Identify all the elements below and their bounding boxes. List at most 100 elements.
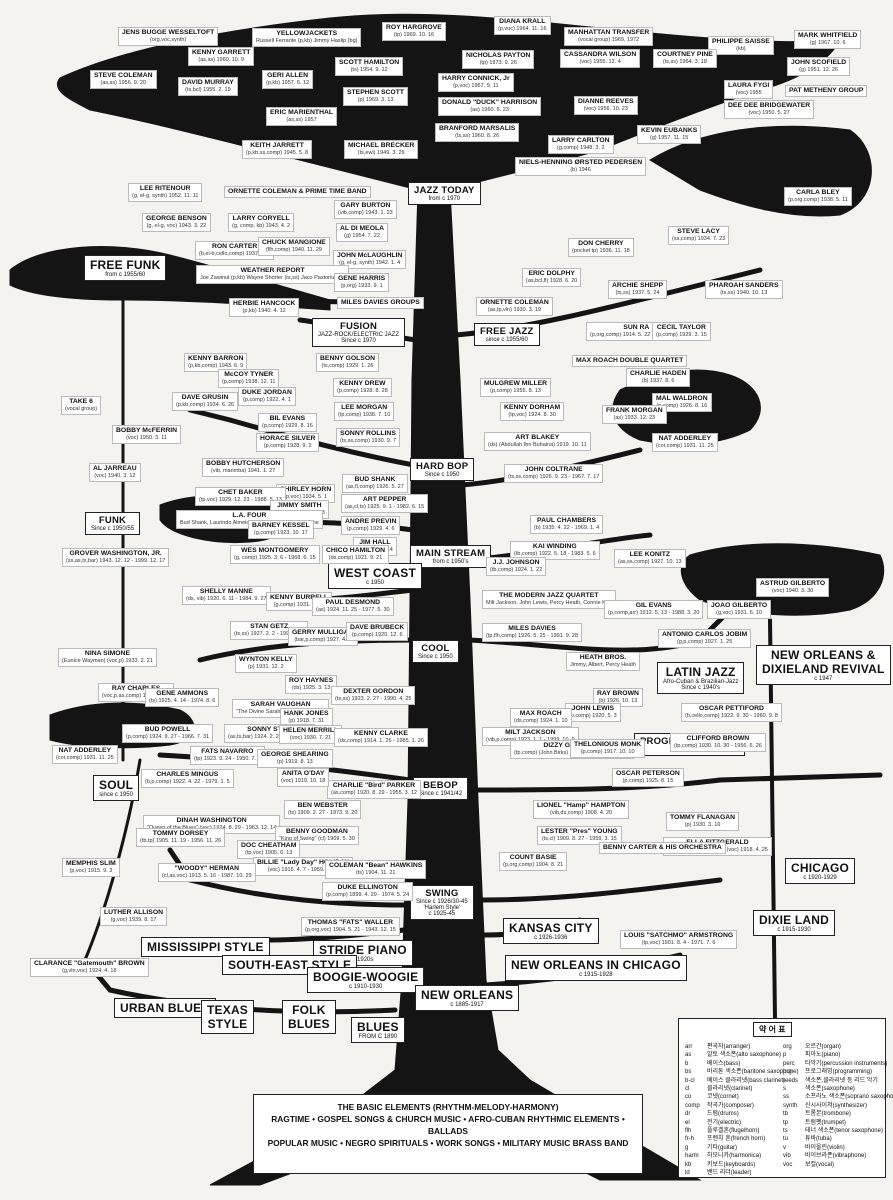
musician-label: TAKE 6(vocal group) — [61, 396, 102, 415]
musician-info: (p,voc) 1934. 5. 1 — [284, 494, 328, 501]
musician-info: (b,el-b,cello,comp) 1937. 5. 4 — [199, 251, 271, 258]
musician-name: LESTER "Pres" YOUNG — [541, 828, 618, 835]
musician-label: "WOODY" HERMAN(cl,as,voc) 1913. 5. 16 - … — [158, 863, 256, 882]
musician-name: NINA SIMONE — [84, 650, 130, 657]
musician-name: LARRY CORYELL — [232, 215, 290, 222]
musician-label: JOHN COLTRANE(ts,ss,comp) 1926. 9. 23 - … — [504, 464, 604, 483]
legend-meaning: 오르간(organ) — [805, 1044, 841, 1050]
musician-label: ERIC MARIENTHAL(as,ss) 1957 — [266, 107, 338, 126]
musician-info: (ds) 1925. 3. 13 — [291, 685, 331, 692]
musician-name: DIANNE REEVES — [578, 98, 634, 105]
musician-name: ERIC DOLPHY — [528, 270, 575, 277]
musician-info: (as,ss) 1960. 10. 9 — [198, 57, 244, 64]
musician-info: (g) 1957. 11. 15 — [649, 135, 689, 142]
musician-label: ANDRE PREVIN(p,comp) 1929. 4. 6 — [341, 516, 401, 535]
musician-info: (p,voc) 1964. 11. 16 — [498, 26, 547, 33]
musician-name: BEN WEBSTER — [297, 802, 348, 809]
musician-name: LEE MORGAN — [341, 404, 388, 411]
musician-info: (p) 1969. 3. 13 — [357, 97, 394, 104]
musician-label: SCOTT HAMILTON(ts) 1954. 9. 12 — [335, 57, 404, 76]
legend-abbr: ld — [685, 1170, 690, 1176]
musician-name: MICHAEL BRECKER — [348, 142, 415, 149]
musician-name: DAVID MURRAY — [182, 79, 234, 86]
musician-name: TOMMY FLANAGAN — [670, 814, 736, 821]
musician-name: BILLIE "Lady Day" HOLIDAY — [257, 859, 349, 866]
musician-label: LEE MORGAN(tp,comp) 1938. 7. 10 — [334, 402, 395, 421]
musician-name: AL JARREAU — [93, 465, 137, 472]
musician-info: (voc,p,as,comp) 1930. 9. 23 — [102, 693, 171, 700]
musician-info: (ts) 1904. 11. 21 — [355, 870, 396, 877]
musician-name: LAURA FYGI — [728, 82, 770, 89]
musician-label: AL JARREAU(voc) 1940. 3. 12 — [89, 463, 141, 482]
musician-name: CHARLES MINGUS — [156, 771, 219, 778]
musician-name: DIANA KRALL — [499, 18, 546, 25]
musician-name: ART BLAKEY — [515, 434, 560, 441]
musician-info: (g,comp) 1923. 10. 17 — [253, 530, 308, 537]
musician-info: (g) 1967. 10. 6 — [809, 40, 846, 47]
basic-elements-line2: RAGTIME • GOSPEL SONGS & CHURCH MUSIC • … — [271, 1114, 625, 1136]
musician-info: (as) 1933. 12. 23 — [613, 415, 656, 422]
musician-name: NICHOLAS PAYTON — [466, 52, 531, 59]
musician-name: BIL EVANS — [269, 415, 306, 422]
legend-meaning: 신시사이저(synthesizer) — [805, 1102, 867, 1109]
musician-info: (voc) 1919. 10. 18 — [281, 778, 326, 785]
musician-name: MULGREW MILLER — [484, 380, 548, 387]
musician-name: KENNY BARRON — [188, 355, 244, 362]
musician-label: GARY BURTON(vib,comp) 1943. 1. 23 — [334, 200, 397, 219]
musician-name: SCOTT HAMILTON — [339, 59, 400, 66]
musician-label: STEPHEN SCOTT(p) 1969. 3. 13 — [343, 87, 409, 106]
musician-name: JIM HALL — [359, 539, 391, 546]
musician-name: PAUL CHAMBERS — [537, 517, 597, 524]
musician-label: CECIL TAYLOR(p,comp) 1929. 3. 15 — [652, 322, 711, 341]
era-urban-blues: URBAN BLUES — [114, 998, 216, 1018]
musician-label: ANTONIO CARLOS JOBIM(g,p,comp) 1927. 1. … — [658, 629, 752, 648]
musician-label: DIANA KRALL(p,voc) 1964. 11. 16 — [494, 16, 551, 35]
musician-info: (kb) — [736, 46, 746, 53]
musician-name: GARY BURTON — [340, 202, 391, 209]
musician-name: TOMMY DORSEY — [152, 830, 209, 837]
musician-name: "WOODY" HERMAN — [174, 865, 240, 872]
legend-meaning: 드럼(drums) — [707, 1111, 739, 1118]
musician-info: (ts,ss) 1960. 8. 26 — [455, 133, 500, 140]
musician-name: LARRY CARLTON — [552, 137, 610, 144]
musician-info: (voc) 1955 — [735, 90, 762, 97]
musician-label: TOMMY FLANAGAN(p) 1930. 3. 16 — [666, 812, 740, 831]
musician-name: KENNY BURRELL — [270, 594, 329, 601]
musician-label: LOUIS "SATCHMO" ARMSTRONG(tp,voc) 1901. … — [620, 930, 738, 949]
musician-label: AL DI MEOLA(g) 1954. 7. 22 — [336, 223, 389, 242]
musician-label: CLIFFORD BROWN(tp,comp) 1930. 10. 30 - 1… — [670, 733, 766, 752]
musician-name: HORACE SILVER — [260, 435, 316, 442]
musician-label: ART PEPPER(as,cl,ts) 1925. 9. 1 - 1982. … — [341, 494, 429, 513]
musician-info: (vocal group) 1969, 1972 — [578, 37, 640, 44]
legend-abbr: comp — [685, 1102, 700, 1109]
musician-info: (cor,comp) 1931. 11. 25 — [56, 755, 114, 762]
musician-name: MAX ROACH — [519, 710, 562, 717]
musician-info: (ts,bcl) 1955. 2. 19 — [185, 87, 231, 94]
branch-swing-right — [480, 877, 723, 903]
musician-label: DAVE BRUBECK(p,comp) 1920. 12. 6 — [346, 622, 409, 641]
musician-name: MAL WALDRON — [656, 395, 708, 402]
musician-name: CLIFFORD BROWN — [686, 735, 750, 742]
musician-name: GEORGE BENSON — [146, 215, 207, 222]
musician-info: (p,comp) 1926. 8. 16 — [656, 403, 708, 410]
musician-label: PHAROAH SANDERS(ts,ss) 1940. 10. 13 — [705, 280, 783, 299]
musician-label: RON CARTER(b,el-b,cello,comp) 1937. 5. 4 — [195, 241, 275, 260]
musician-label: LEE KONITZ(as,ss,comp) 1927. 10. 13 — [614, 549, 686, 568]
branch-hard-bop-left — [187, 407, 417, 468]
musician-label: LEE RITENOUR(g, el-g, synth) 1952. 11. 1… — [128, 183, 203, 202]
musician-label: KENNY GARRETT(as,ss) 1960. 10. 9 — [188, 47, 255, 66]
musician-name: LOUIS "SATCHMO" ARMSTRONG — [624, 932, 734, 939]
musician-label: CASSANDRA WILSON(voc) 1955. 12. 4 — [560, 49, 641, 68]
